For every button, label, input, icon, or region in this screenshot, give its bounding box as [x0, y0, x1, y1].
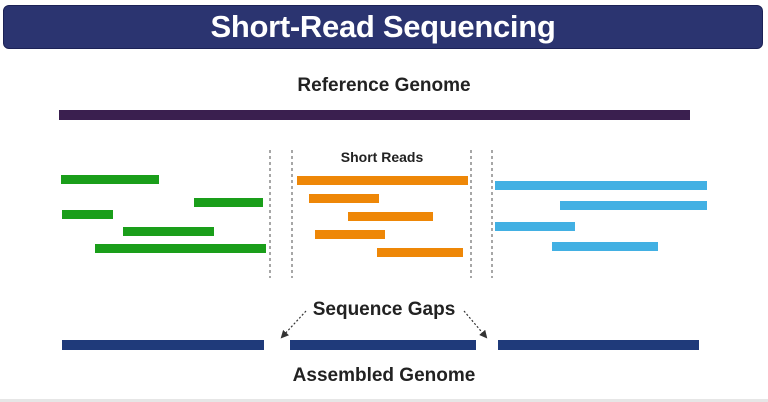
orange-read-group [297, 176, 468, 257]
green-read [61, 175, 159, 184]
title-banner: Short-Read Sequencing [3, 5, 763, 49]
orange-read [309, 194, 379, 203]
bottom-border [0, 399, 768, 402]
sequence-gaps-label: Sequence Gaps [312, 299, 456, 320]
assembled-segment [62, 340, 264, 350]
blue-read [552, 242, 658, 251]
assembled-segment [498, 340, 699, 350]
orange-read [377, 248, 463, 257]
orange-read [348, 212, 433, 221]
green-read [95, 244, 266, 253]
blue-read-group [495, 181, 707, 251]
short-reads-label: Short Reads [340, 149, 424, 165]
blue-read [495, 181, 707, 190]
assembled-genome-label: Assembled Genome [292, 365, 476, 386]
assembled-genome-group [62, 340, 699, 350]
green-read-group [61, 175, 266, 253]
green-read [123, 227, 214, 236]
orange-read [315, 230, 385, 239]
page-title: Short-Read Sequencing [210, 9, 556, 44]
gap-arrow-right [463, 310, 488, 339]
gap-arrow-left [280, 310, 307, 339]
green-read [194, 198, 263, 207]
blue-read [495, 222, 575, 231]
reference-genome-bar [59, 110, 690, 120]
reference-genome-label: Reference Genome [297, 75, 471, 96]
assembled-segment [290, 340, 476, 350]
green-read [62, 210, 113, 219]
blue-read [560, 201, 707, 210]
orange-read [297, 176, 468, 185]
